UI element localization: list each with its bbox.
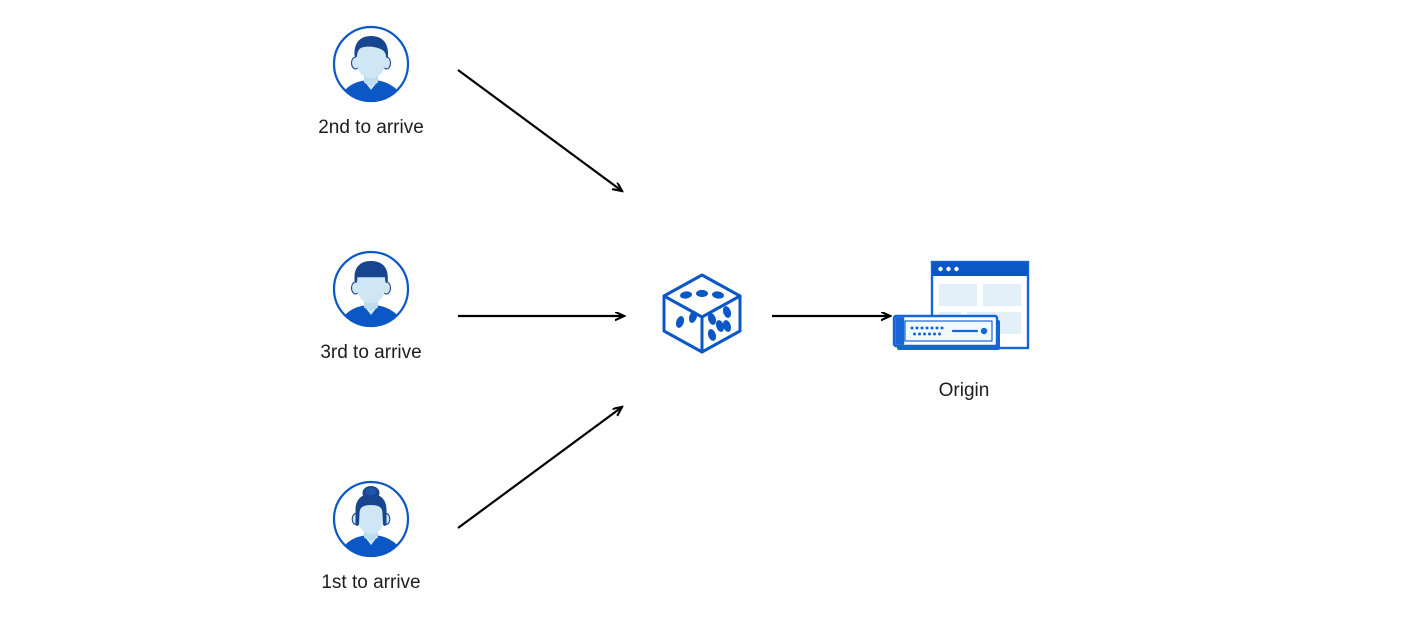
user-avatar-icon — [332, 25, 410, 103]
node-origin-label: Origin — [938, 380, 990, 401]
node-client-2nd-label: 2nd to arrive — [318, 117, 424, 138]
arrow-client-1st-to-randomizer — [457, 407, 622, 529]
node-client-1st-label: 1st to arrive — [321, 572, 421, 593]
user-avatar-female-icon — [332, 480, 410, 558]
node-randomizer — [656, 267, 748, 359]
arrow-client-2nd-to-randomizer — [457, 69, 622, 191]
node-client-3rd-label: 3rd to arrive — [320, 342, 422, 363]
dice-icon — [662, 273, 742, 354]
user-avatar-icon — [332, 250, 410, 328]
node-client-1st: 1st to arrive — [321, 479, 421, 619]
node-client-3rd: 3rd to arrive — [320, 249, 422, 389]
node-origin: Origin — [889, 255, 1039, 405]
router-appliance-icon — [892, 314, 1000, 350]
node-client-2nd: 2nd to arrive — [318, 24, 424, 164]
origin-server-icon — [892, 260, 1030, 350]
